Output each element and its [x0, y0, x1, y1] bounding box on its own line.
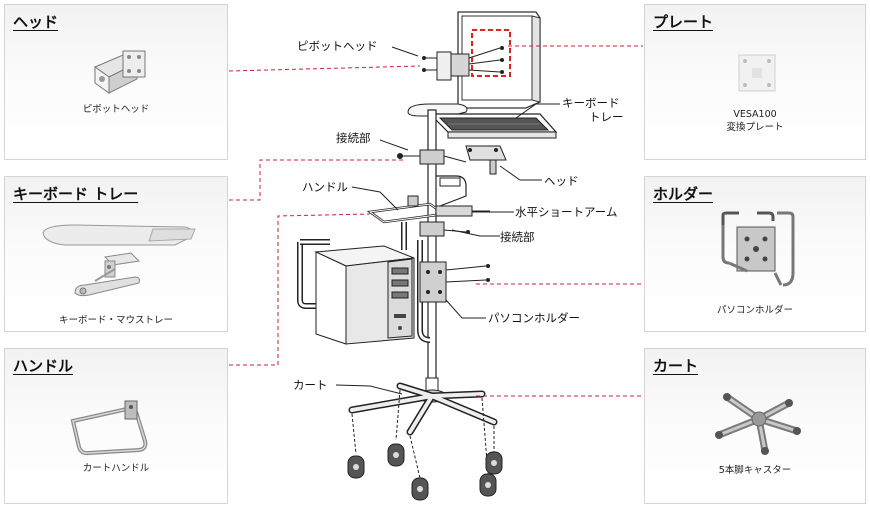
head-arm-drawing [436, 175, 467, 207]
cart-panel-caption: 5本脚キャスター [718, 465, 792, 476]
pc-holder-image [721, 211, 795, 287]
head-panel-title: ヘッド [13, 13, 59, 31]
handle-panel-title: ハンドル [13, 357, 74, 375]
head-panel-caption: ピボットヘッド [82, 104, 150, 115]
upper-joint-drawing [397, 145, 507, 175]
holder-panel-caption: パソコンホルダー [716, 305, 793, 316]
handle-panel-caption: カートハンドル [82, 463, 150, 474]
vesa-plate-image [738, 54, 776, 92]
pivot-head-image [93, 50, 146, 94]
cart-base-drawing [347, 377, 503, 501]
vesa-mount-square [471, 29, 511, 77]
head-panel: ヘッド ピボットヘッド [4, 4, 228, 160]
callout-pivot-head: ピボットヘッド [297, 39, 378, 53]
plate-panel-caption-model: VESA100 [733, 109, 777, 120]
callout-leaders [335, 46, 560, 395]
holder-panel: ホルダー パソコンホルダー [644, 176, 866, 332]
plate-panel-title: プレート [653, 13, 714, 31]
plate-panel: プレート VESA100 変換プレート [644, 4, 866, 160]
callout-horizontal-short-arm: 水平ショートアーム [515, 205, 618, 219]
callout-head: ヘッド [544, 174, 579, 188]
keyboard-tray-drawing [407, 103, 558, 139]
keyboard-tray-panel-title: キーボード トレー [13, 185, 139, 203]
horizontal-short-arm-drawing [419, 205, 490, 237]
callout-cart: カート [293, 378, 328, 392]
keyboard-tray-panel: キーボード トレー キーボード・マウストレー [4, 176, 228, 332]
cart-panel: カート 5本脚キャスター [644, 348, 866, 504]
cart-handle-image [70, 400, 148, 456]
pc-holder-drawing [297, 222, 490, 343]
callout-pc-holder: パソコンホルダー [488, 311, 580, 325]
desktop-pc-drawing [314, 245, 415, 345]
callout-joint-upper: 接続部 [336, 131, 371, 145]
holder-panel-title: ホルダー [653, 185, 714, 203]
plate-panel-caption-name: 変換プレート [726, 122, 784, 133]
callout-keyboard-tray-line2: トレー [589, 110, 624, 124]
panel-connectors [228, 45, 643, 397]
handle-panel: ハンドル カートハンドル [4, 348, 228, 504]
pivot-head-drawing [422, 46, 504, 81]
callout-handle: ハンドル [302, 180, 348, 194]
callout-keyboard-tray-line1: キーボード [562, 96, 620, 110]
keyboard-tray-panel-caption: キーボード・マウストレー [58, 315, 173, 326]
five-leg-caster-image [715, 393, 801, 455]
callout-joint-lower: 接続部 [500, 230, 535, 244]
keyboard-tray-image [42, 224, 196, 297]
cart-panel-title: カート [653, 357, 699, 375]
